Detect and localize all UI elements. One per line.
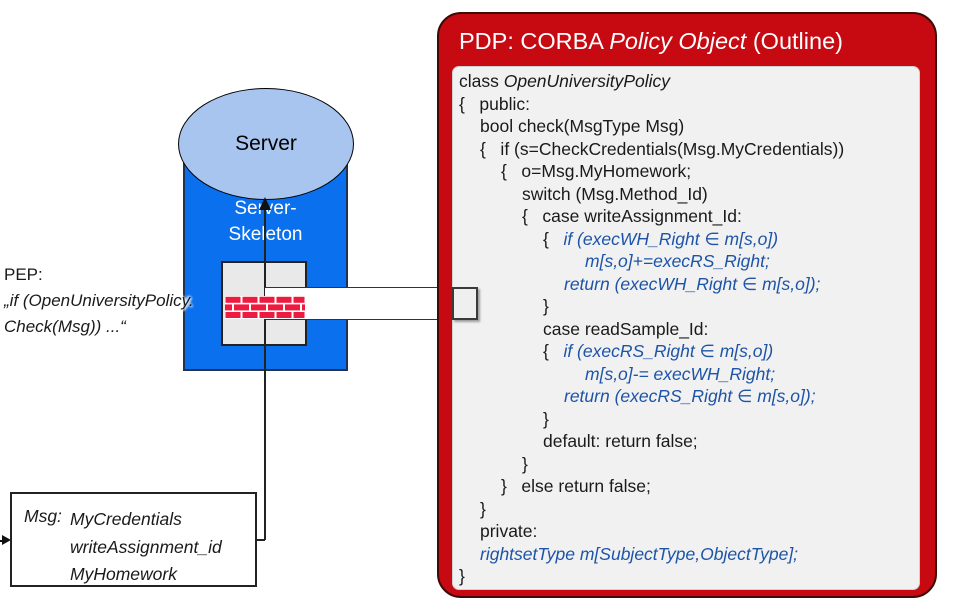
msg-item: MyHomework xyxy=(70,564,177,584)
code-line: case readSample_Id: xyxy=(543,318,709,339)
code-line: class OpenUniversityPolicy xyxy=(459,71,671,91)
pep-label: PEP: xyxy=(4,265,43,284)
code-line: private: xyxy=(480,521,538,541)
code-line: } xyxy=(459,566,465,586)
code-line: m[s,o]-= execWH_Right; xyxy=(585,363,776,384)
msg-to-skeleton-connector xyxy=(255,539,265,541)
msg-label: Msg: xyxy=(24,506,62,526)
code-line: m[s,o]+=execRS_Right; xyxy=(585,251,770,271)
pdp-code-panel: class OpenUniversityPolicy{ public:bool … xyxy=(452,66,920,590)
pdp-title-pre: PDP: CORBA xyxy=(459,28,610,54)
server-skeleton-line2: Skeleton xyxy=(183,222,348,248)
pdp-title: PDP: CORBA Policy Object (Outline) xyxy=(459,28,843,55)
code-line: return (execWH_Right ∈ m[s,o]); xyxy=(564,273,821,294)
pep-code-line1: „if (OpenUniversityPolicy. xyxy=(4,291,194,310)
pdp-title-italic: Policy Object xyxy=(609,28,747,54)
server-label: Server xyxy=(235,132,297,155)
code-line: switch (Msg.Method_Id) xyxy=(522,183,708,204)
server-ellipse: Server xyxy=(178,88,354,200)
firewall-bricks-icon xyxy=(225,296,305,319)
code-line: } xyxy=(543,408,549,429)
code-line: } xyxy=(522,453,528,474)
code-line: return (execRS_Right ∈ m[s,o]); xyxy=(564,386,816,406)
code-line: rightsetType m[SubjectType,ObjectType]; xyxy=(480,543,799,564)
code-line: { case writeAssignment_Id: xyxy=(522,206,742,226)
code-line: } else return false; xyxy=(501,476,651,496)
pep-pdp-connector-band-end xyxy=(452,287,478,320)
code-line: } xyxy=(543,296,549,316)
msg-item: writeAssignment_id xyxy=(70,536,222,557)
pep-code-line2: Check(Msg)) ...“ xyxy=(4,317,126,336)
pep-caption: PEP: „if (OpenUniversityPolicy. Check(Ms… xyxy=(4,262,279,340)
code-line: bool check(MsgType Msg) xyxy=(480,116,685,136)
code-line: { if (execRS_Right ∈ m[s,o]) xyxy=(543,341,774,361)
pdp-title-post: (Outline) xyxy=(746,28,843,54)
code-line: { public: xyxy=(459,93,531,114)
code-line: { if (execWH_Right ∈ m[s,o]) xyxy=(543,228,779,249)
right-arrow-icon xyxy=(2,535,11,545)
code-line: { if (s=CheckCredentials(Msg.MyCredentia… xyxy=(480,138,845,159)
msg-item: MyCredentials xyxy=(70,509,182,529)
pdp-card: PDP: CORBA Policy Object (Outline) class… xyxy=(437,12,937,598)
message-connector-line xyxy=(264,202,266,540)
code-line: default: return false; xyxy=(543,431,698,451)
code-line: { o=Msg.MyHomework; xyxy=(501,161,692,181)
up-arrow-icon xyxy=(259,197,271,210)
code-line: } xyxy=(480,498,486,519)
